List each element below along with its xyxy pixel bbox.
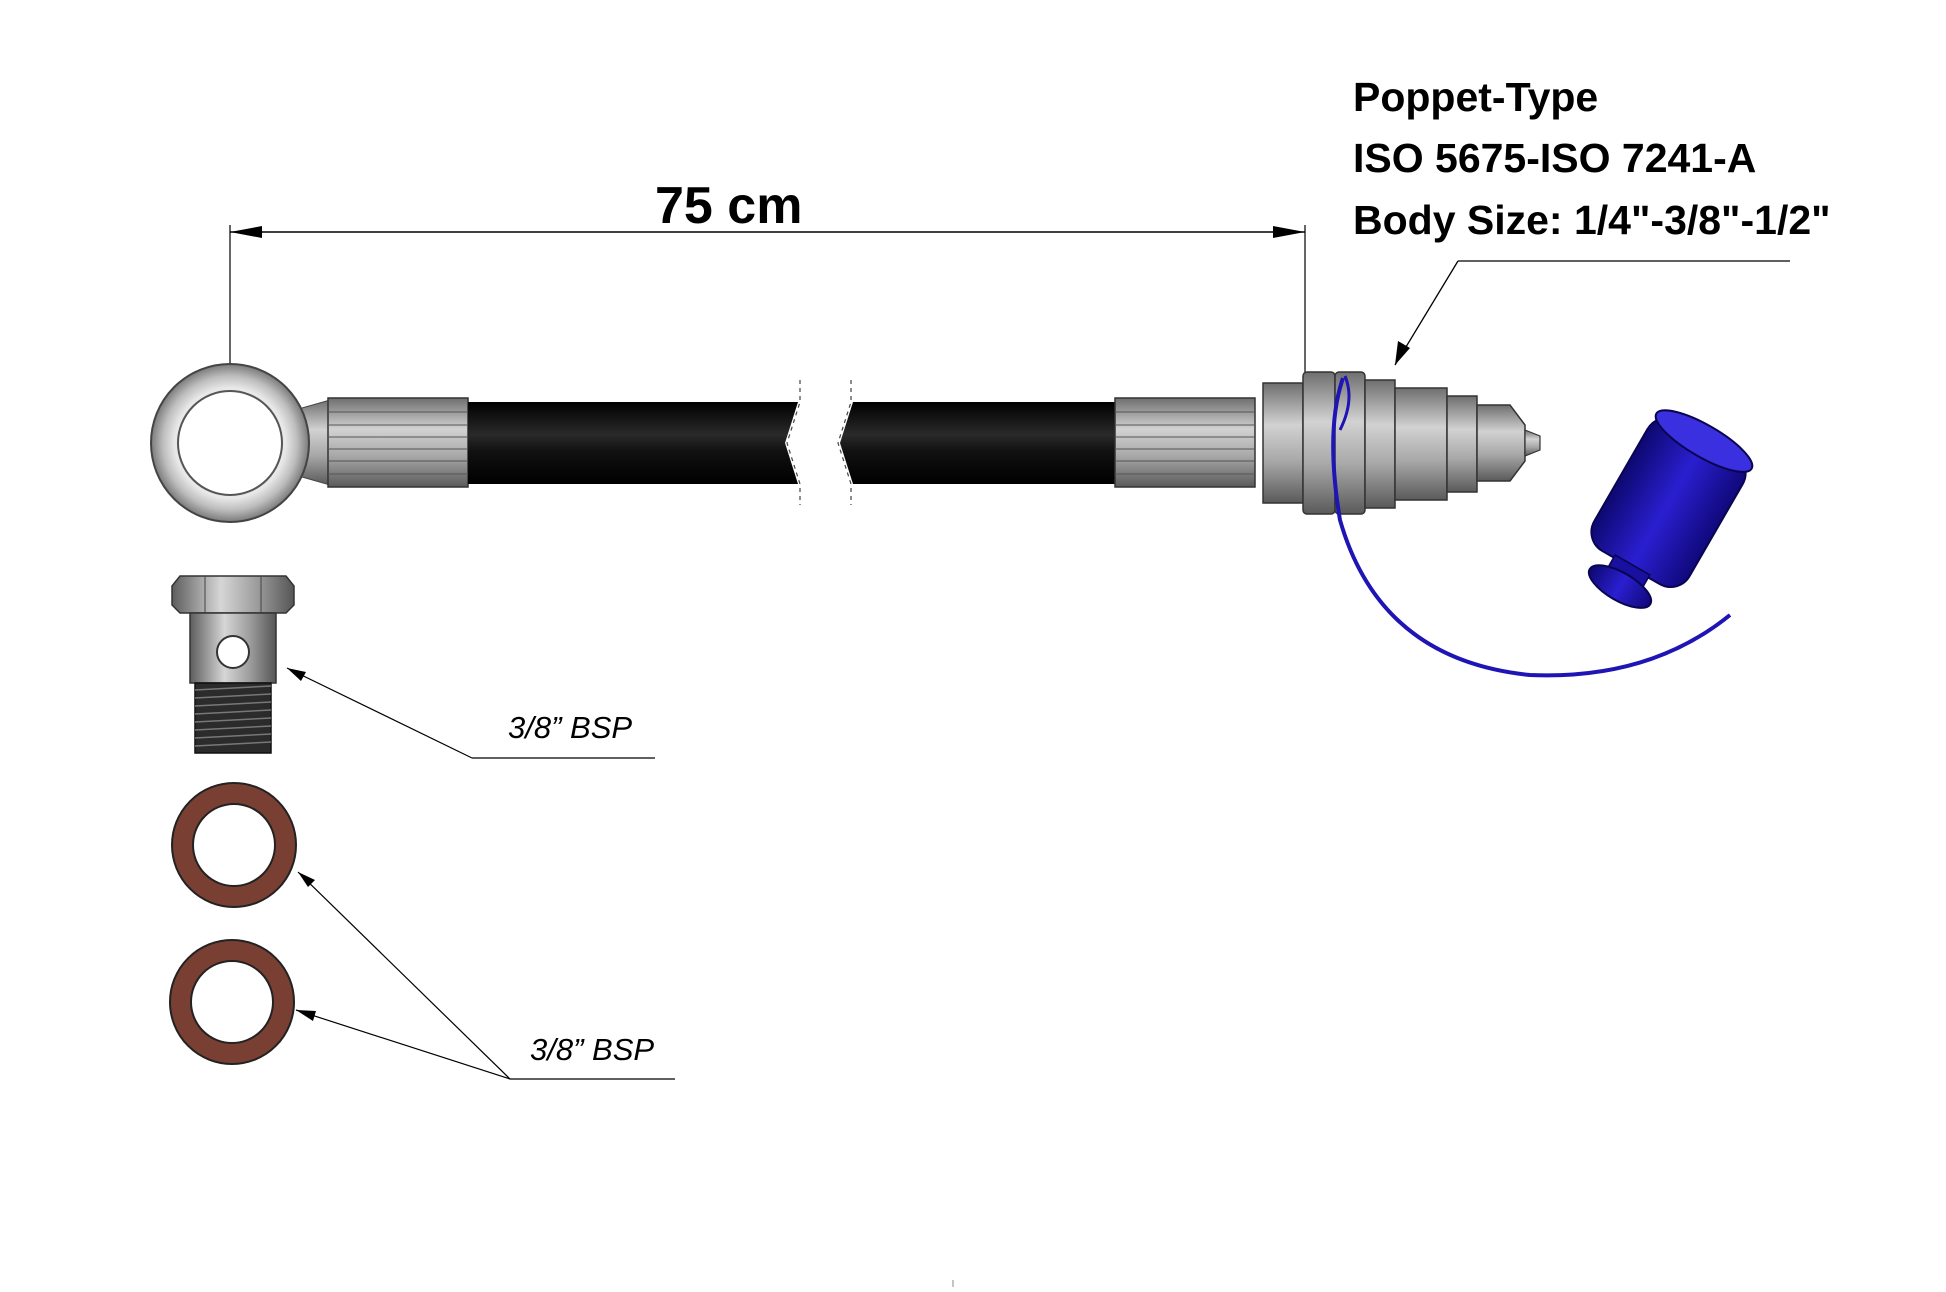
ferrule-right	[1114, 397, 1256, 488]
dust-cap	[1331, 375, 1754, 678]
washer-leaders	[295, 871, 675, 1080]
sealing-washer-bottom	[169, 939, 295, 1065]
washer-size-label: 3/8” BSP	[530, 1032, 654, 1067]
coupling-leader	[1394, 260, 1790, 366]
sealing-washer-top	[171, 782, 297, 908]
length-label: 75 cm	[655, 177, 802, 235]
bolt-thread-label: 3/8” BSP	[508, 710, 632, 745]
banjo-eye	[150, 363, 331, 523]
spec-line-type: Poppet-Type	[1353, 74, 1598, 120]
spec-line-standard: ISO 5675-ISO 7241-A	[1353, 135, 1756, 181]
hose-segment-right	[840, 402, 1115, 484]
break-marks	[786, 380, 852, 505]
spec-line-body-size: Body Size: 1/4"-3/8"-1/2"	[1353, 197, 1831, 243]
quick-coupling	[1262, 371, 1541, 515]
dimension-line	[229, 225, 1306, 440]
hose-segment-left	[468, 402, 798, 484]
bolt-leader	[286, 667, 655, 759]
banjo-bolt	[171, 575, 295, 754]
ferrule-left	[327, 397, 469, 488]
